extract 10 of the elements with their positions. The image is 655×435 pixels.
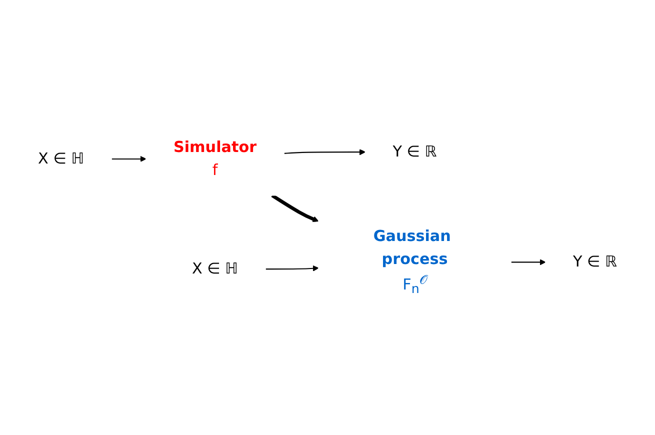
node-text: X ∈ ℍ	[192, 260, 238, 278]
node-text: Simulator f	[173, 138, 257, 179]
arrow	[511, 259, 546, 266]
arrow	[271, 194, 319, 222]
node-text: Y ∈ ℝ	[392, 143, 437, 161]
node-text: Y ∈ ℝ	[572, 253, 617, 271]
arrow	[284, 148, 366, 155]
node-text: X ∈ ℍ	[38, 150, 84, 168]
arrow	[112, 156, 146, 162]
arrow	[266, 265, 319, 272]
